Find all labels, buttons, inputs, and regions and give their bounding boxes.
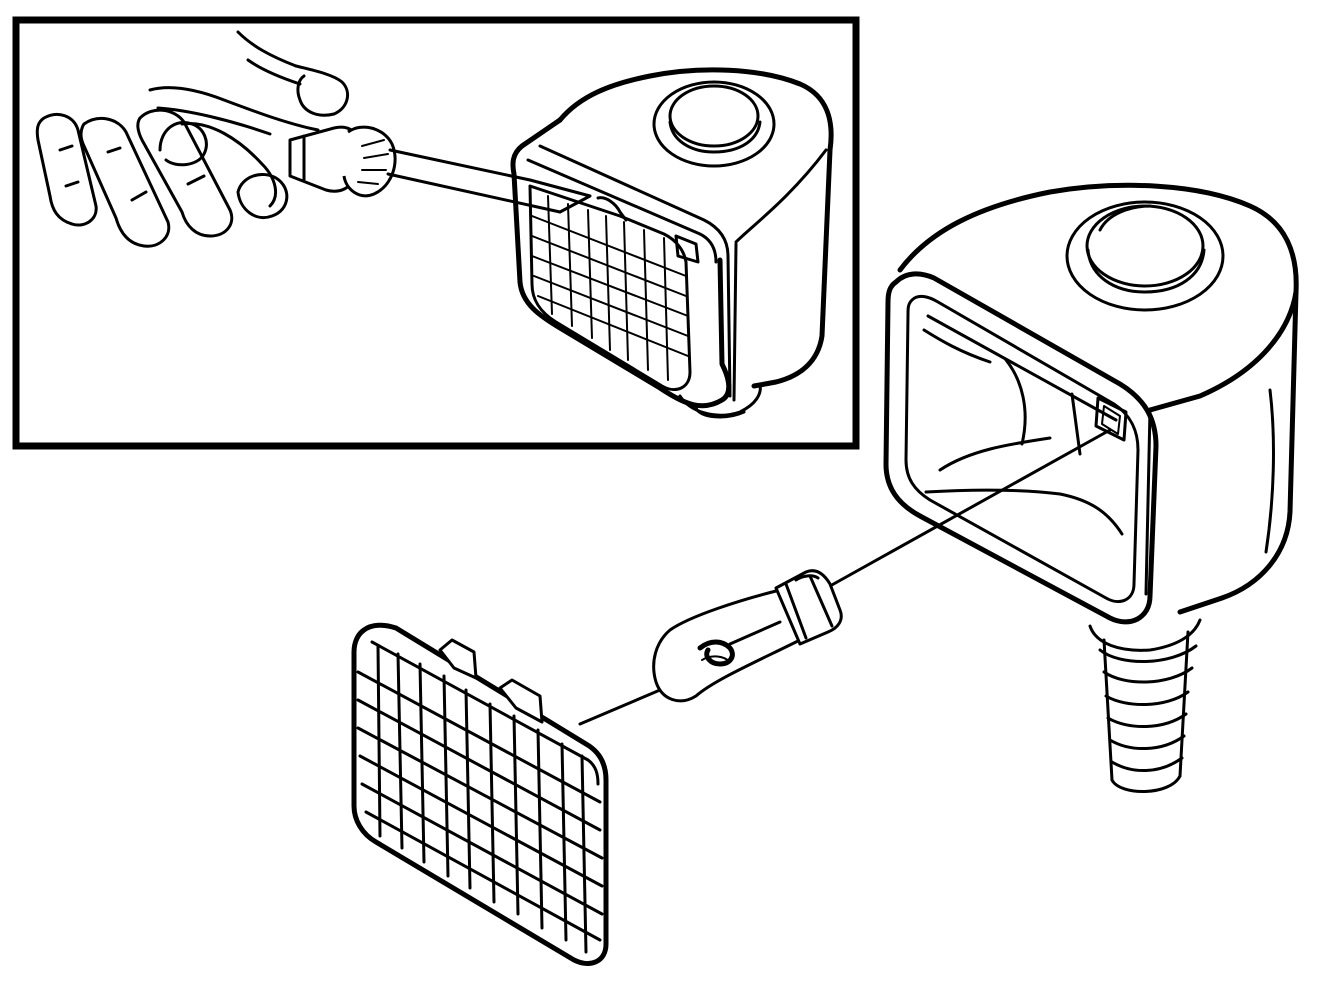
hand: [35, 30, 350, 248]
housing-stem: [1088, 618, 1202, 793]
lens-grid: [356, 644, 604, 954]
bulb: [652, 569, 843, 703]
inset-lamp-housing: [510, 67, 834, 419]
assembly-line: [828, 428, 1112, 588]
inset-frame: [12, 16, 860, 450]
lamp-housing: [883, 182, 1299, 793]
inset-detail: [12, 16, 860, 450]
assembly-line-lower: [578, 688, 662, 726]
lens-cover: [351, 622, 609, 966]
screwdriver: [288, 125, 592, 214]
